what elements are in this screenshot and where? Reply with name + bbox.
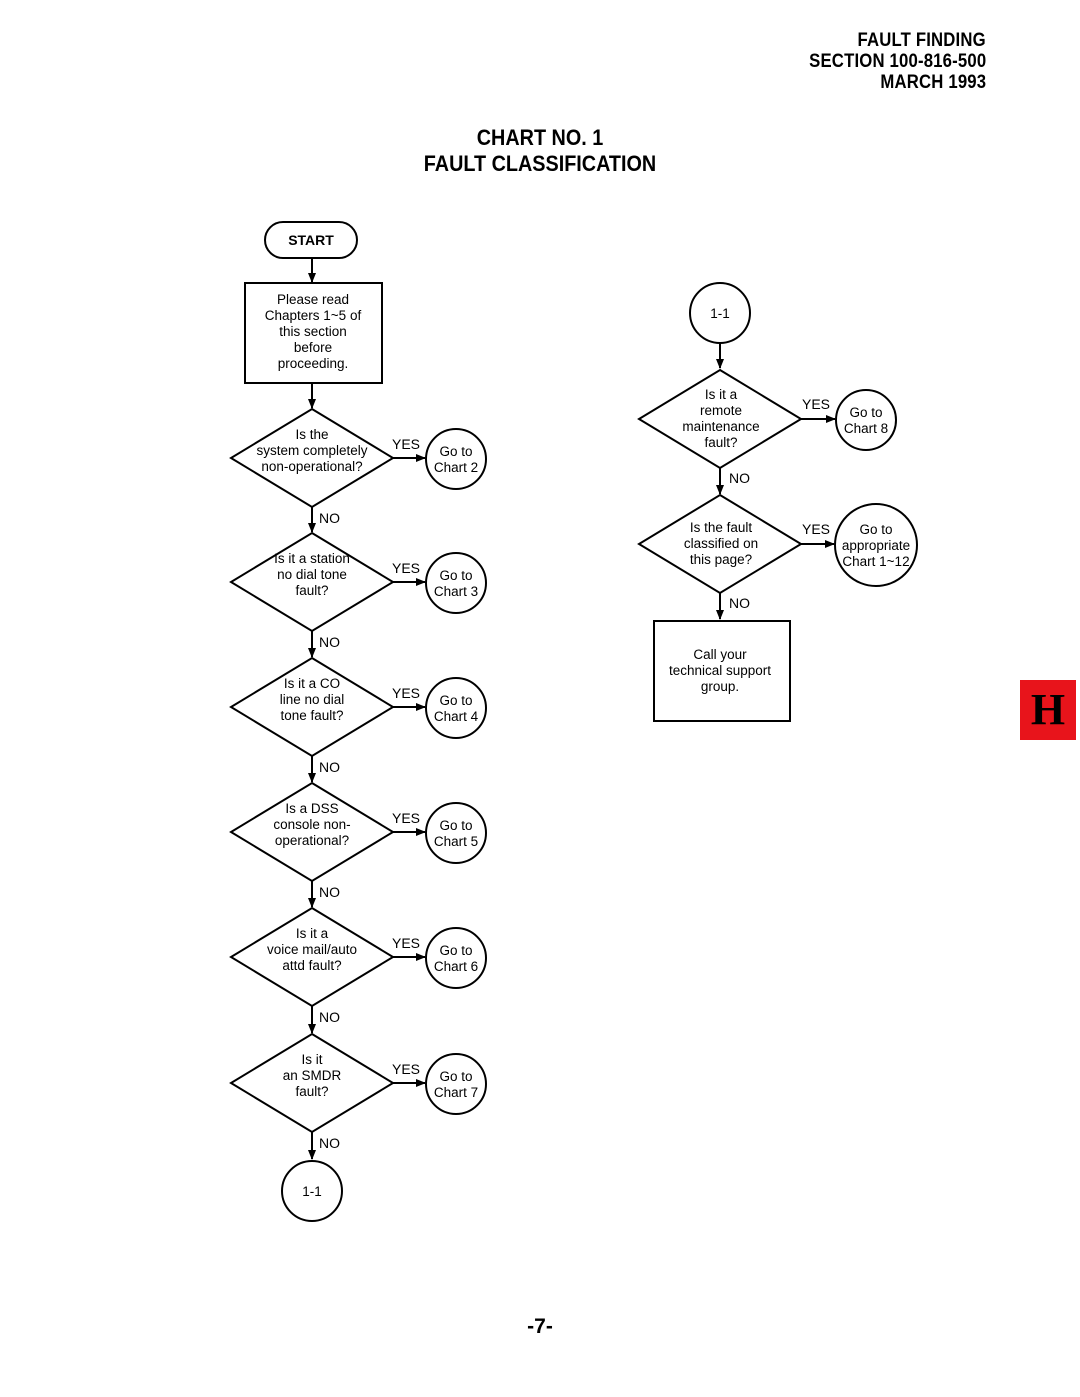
goto-text: Chart 8 bbox=[844, 421, 888, 436]
off-page-connector bbox=[281, 1160, 343, 1222]
header-line-1: FAULT FINDING bbox=[857, 30, 986, 51]
chart-title: CHART NO. 1 bbox=[476, 125, 604, 150]
goto-text: Chart 3 bbox=[434, 584, 478, 599]
goto-text: Chart 4 bbox=[434, 709, 479, 724]
decision-question: operational? bbox=[275, 833, 349, 848]
goto-text: Go to bbox=[439, 444, 472, 459]
goto-text: Go to bbox=[439, 943, 472, 958]
decision-question: tone fault? bbox=[280, 708, 343, 723]
decision-question: system completely bbox=[256, 443, 367, 458]
decision-question: classified on bbox=[684, 536, 758, 551]
decision-diamond bbox=[229, 656, 395, 758]
no-label: NO bbox=[729, 595, 750, 611]
connector-label: 1-1 bbox=[710, 306, 730, 321]
decision-question: Is it a bbox=[705, 387, 738, 402]
decision-diamond bbox=[229, 407, 395, 509]
goto-text: Chart 6 bbox=[434, 959, 478, 974]
read-instructions-text: proceeding. bbox=[278, 356, 349, 371]
yes-label: YES bbox=[802, 396, 830, 412]
decision-question: an SMDR bbox=[283, 1068, 342, 1083]
goto-text: Go to bbox=[859, 522, 892, 537]
call-support-text: group. bbox=[701, 679, 739, 694]
goto-text: Go to bbox=[849, 405, 882, 420]
decision-question: Is a DSS bbox=[285, 801, 338, 816]
goto-text: Go to bbox=[439, 818, 472, 833]
decision-question: Is it bbox=[301, 1052, 322, 1067]
decision-diamond bbox=[229, 781, 395, 883]
decision-question: Is it a bbox=[296, 926, 329, 941]
read-instructions-text: this section bbox=[279, 324, 347, 339]
goto-text: Go to bbox=[439, 693, 472, 708]
goto-text: Chart 1~12 bbox=[842, 554, 909, 569]
yes-label: YES bbox=[392, 935, 420, 951]
no-label: NO bbox=[729, 470, 750, 486]
decision-question: line no dial bbox=[280, 692, 345, 707]
no-label: NO bbox=[319, 1009, 340, 1025]
goto-text: Go to bbox=[439, 568, 472, 583]
decision-question: Is it a CO bbox=[284, 676, 340, 691]
decision-question: console non- bbox=[273, 817, 350, 832]
decision-question: attd fault? bbox=[282, 958, 341, 973]
page-number: -7- bbox=[527, 1315, 553, 1338]
decision-diamond bbox=[229, 906, 395, 1008]
decision-question: non-operational? bbox=[261, 459, 362, 474]
section-tab-h: H bbox=[1020, 680, 1076, 740]
call-support-text: Call your bbox=[693, 647, 747, 662]
yes-label: YES bbox=[802, 521, 830, 537]
goto-text: appropriate bbox=[842, 538, 910, 553]
call-support-text: technical support bbox=[669, 663, 771, 678]
goto-connector-circle bbox=[425, 428, 487, 490]
goto-text: Chart 2 bbox=[434, 460, 478, 475]
connector-label: 1-1 bbox=[302, 1184, 322, 1199]
no-label: NO bbox=[319, 634, 340, 650]
decision-question: this page? bbox=[690, 552, 752, 567]
goto-text: Chart 5 bbox=[434, 834, 478, 849]
read-instructions-text: before bbox=[294, 340, 332, 355]
no-label: NO bbox=[319, 759, 340, 775]
decision-question: remote bbox=[700, 403, 742, 418]
decision-question: maintenance bbox=[682, 419, 759, 434]
decision-question: fault? bbox=[295, 583, 328, 598]
decision-diamond bbox=[229, 531, 395, 633]
read-instructions-text: Please read bbox=[277, 292, 349, 307]
decision-question: Is it a station bbox=[274, 551, 350, 566]
yes-label: YES bbox=[392, 810, 420, 826]
decision-diamond bbox=[229, 1032, 395, 1134]
decision-question: fault? bbox=[704, 435, 737, 450]
goto-connector-circle bbox=[425, 1053, 487, 1115]
read-instructions-text: Chapters 1~5 of bbox=[265, 308, 362, 323]
call-support-box bbox=[653, 620, 791, 722]
goto-connector-circle bbox=[425, 802, 487, 864]
yes-label: YES bbox=[392, 436, 420, 452]
goto-connector-circle bbox=[834, 503, 918, 587]
read-instructions-box bbox=[244, 282, 383, 384]
decision-question: Is the bbox=[295, 427, 328, 442]
goto-connector-circle bbox=[835, 389, 897, 451]
no-label: NO bbox=[319, 510, 340, 526]
decision-question: Is the fault bbox=[690, 520, 753, 535]
goto-connector-circle bbox=[425, 927, 487, 989]
decision-question: voice mail/auto bbox=[267, 942, 357, 957]
decision-question: fault? bbox=[295, 1084, 328, 1099]
yes-label: YES bbox=[392, 1061, 420, 1077]
yes-label: YES bbox=[392, 560, 420, 576]
header-line-3: MARCH 1993 bbox=[880, 72, 986, 93]
start-label: START bbox=[288, 232, 334, 248]
header-line-2: SECTION 100-816-500 bbox=[808, 51, 986, 72]
decision-question: no dial tone bbox=[277, 567, 347, 582]
goto-connector-circle bbox=[425, 677, 487, 739]
yes-label: YES bbox=[392, 685, 420, 701]
goto-text: Go to bbox=[439, 1069, 472, 1084]
no-label: NO bbox=[319, 884, 340, 900]
goto-connector-circle bbox=[425, 552, 487, 614]
goto-text: Chart 7 bbox=[434, 1085, 478, 1100]
chart-subtitle: FAULT CLASSIFICATION bbox=[423, 151, 657, 176]
no-label: NO bbox=[319, 1135, 340, 1151]
